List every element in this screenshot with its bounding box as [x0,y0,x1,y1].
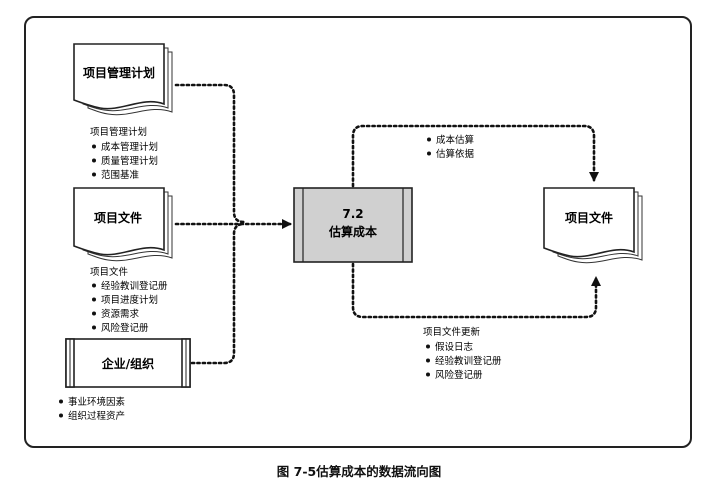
bullet-icon [427,151,431,156]
project-plan-doc-title: 项目管理计划 [83,65,155,80]
bullet-icon [92,172,96,177]
enterprise-title: 企业/组织 [101,356,154,371]
bullet-icon [92,325,96,330]
bullet-icon [426,358,430,363]
bullet-icon [426,344,430,349]
bottom-flow-list-title: 项目文件更新 [423,326,481,338]
project-docs-list-title: 项目文件 [90,266,129,278]
bullet-icon [426,372,430,377]
project-plan-list-title: 项目管理计划 [90,126,147,138]
connector-top-output [351,124,599,188]
output-docs-document-icon: 项目文件 [543,187,643,264]
list-item: 风险登记册 [435,369,483,381]
output-docs-title: 项目文件 [565,210,613,225]
bullet-icon [427,137,431,142]
project-docs-doc-title: 项目文件 [94,210,142,225]
bullet-icon [92,297,96,302]
connector-project-plan [174,83,246,224]
connector-enterprise [190,222,246,365]
process-box: 7.2 估算成本 [293,187,413,263]
list-item: 事业环境因素 [68,396,126,408]
project-plan-list: 成本管理计划 质量管理计划 范围基准 [92,141,158,181]
list-item: 成本估算 [436,134,474,146]
list-item: 范围基准 [101,169,140,181]
output-connectors [351,124,601,319]
list-item: 成本管理计划 [101,141,158,153]
bullet-icon [59,413,63,418]
list-item: 风险登记册 [101,322,149,334]
list-item: 假设日志 [435,341,473,353]
connector-bottom-output [351,262,601,319]
figure-caption: 图 7-5估算成本的数据流向图 [276,464,442,479]
project-docs-document-icon: 项目文件 [73,187,173,262]
project-docs-list: 经验教训登记册 项目进度计划 资源需求 风险登记册 [92,280,168,334]
bottom-flow-list: 假设日志 经验教训登记册 风险登记册 [426,341,502,381]
list-item: 资源需求 [101,308,140,320]
top-flow-list: 成本估算 估算依据 [427,134,475,160]
list-item: 项目进度计划 [101,294,158,306]
enterprise-scroll-icon: 企业/组织 [65,338,191,388]
bullet-icon [92,283,96,288]
bullet-icon [92,311,96,316]
project-plan-document-icon: 项目管理计划 [73,43,173,116]
list-item: 经验教训登记册 [101,280,168,292]
list-item: 质量管理计划 [101,155,158,167]
bullet-icon [92,158,96,163]
input-connectors [174,83,292,365]
bullet-icon [92,144,96,149]
list-item: 组织过程资产 [68,410,125,422]
process-number: 7.2 [342,207,363,221]
enterprise-list: 事业环境因素 组织过程资产 [59,396,126,422]
list-item: 估算依据 [436,148,475,160]
bullet-icon [59,399,63,404]
list-item: 经验教训登记册 [435,355,502,367]
process-name: 估算成本 [328,224,377,239]
